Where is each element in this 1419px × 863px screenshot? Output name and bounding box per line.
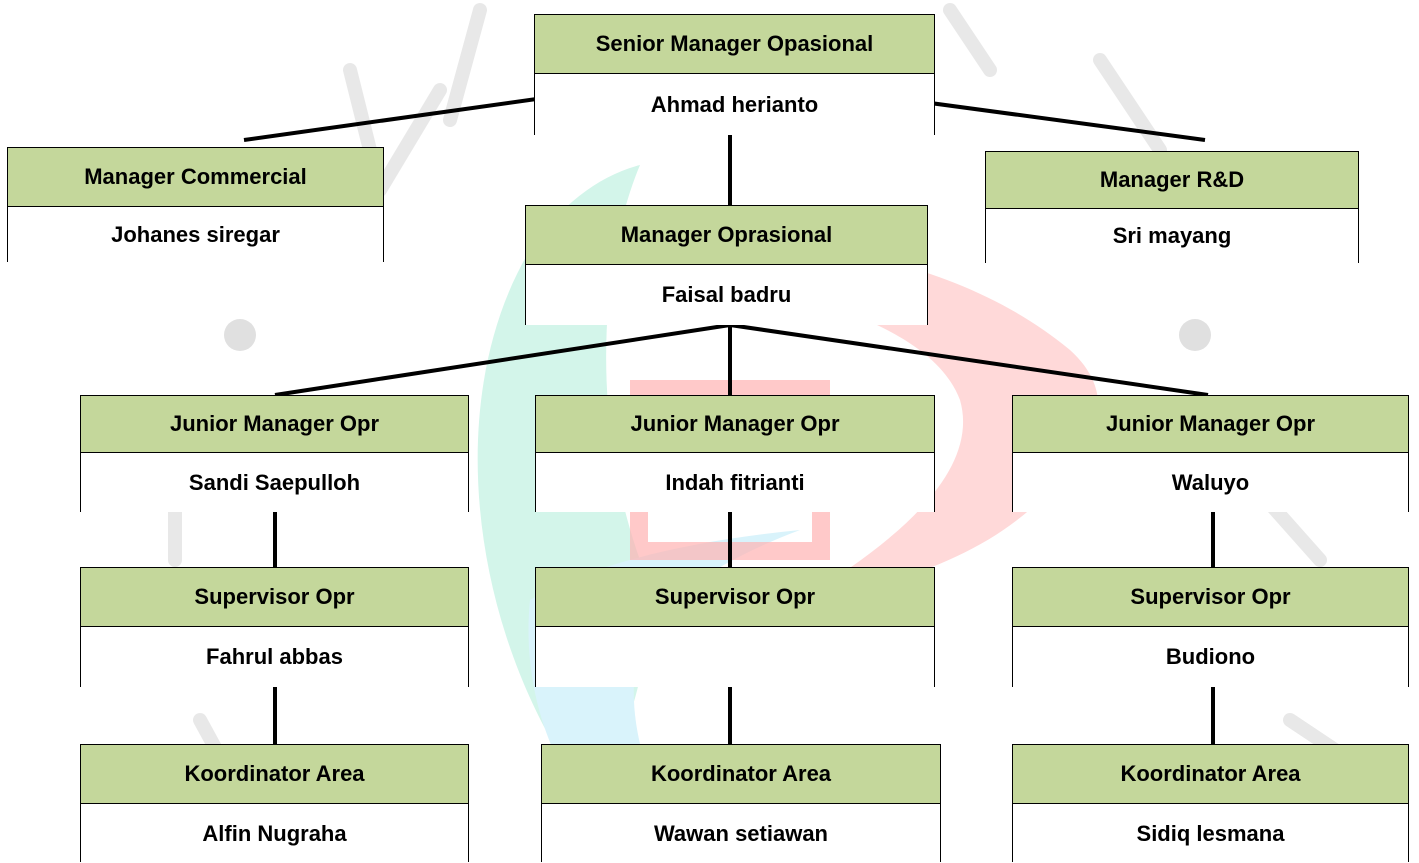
manager-commercial-title: Manager Commercial xyxy=(8,148,383,207)
org-box-senior-manager: Senior Manager Opasional Ahmad herianto xyxy=(534,14,935,135)
senior-manager-name: Ahmad herianto xyxy=(535,74,934,135)
org-box-coordinator-1: Koordinator Area Alfin Nugraha xyxy=(80,744,469,863)
manager-commercial-name: Johanes siregar xyxy=(8,207,383,262)
org-box-manager-operational: Manager Oprasional Faisal badru xyxy=(525,205,928,325)
connector-operational-to-junior-1 xyxy=(274,323,731,397)
supervisor-3-name: Budiono xyxy=(1013,627,1408,687)
supervisor-2-name xyxy=(536,627,934,687)
supervisor-3-title: Supervisor Opr xyxy=(1013,568,1408,627)
org-box-coordinator-3: Koordinator Area Sidiq lesmana xyxy=(1012,744,1409,863)
junior-manager-3-title: Junior Manager Opr xyxy=(1013,396,1408,453)
manager-rnd-name: Sri mayang xyxy=(986,209,1358,263)
org-box-manager-commercial: Manager Commercial Johanes siregar xyxy=(7,147,384,262)
coordinator-1-name: Alfin Nugraha xyxy=(81,804,468,863)
junior-manager-1-title: Junior Manager Opr xyxy=(81,396,468,453)
coordinator-3-title: Koordinator Area xyxy=(1013,745,1408,804)
org-box-junior-manager-3: Junior Manager Opr Waluyo xyxy=(1012,395,1409,512)
connector-operational-to-junior-3 xyxy=(729,323,1209,397)
watermark-dot-right xyxy=(1179,319,1211,351)
org-box-coordinator-2: Koordinator Area Wawan setiawan xyxy=(541,744,941,863)
org-box-supervisor-2: Supervisor Opr xyxy=(535,567,935,687)
watermark-red-arc xyxy=(600,240,1099,600)
coordinator-2-title: Koordinator Area xyxy=(542,745,940,804)
org-box-manager-rnd: Manager R&D Sri mayang xyxy=(985,151,1359,263)
junior-manager-1-name: Sandi Saepulloh xyxy=(81,453,468,512)
junior-manager-2-title: Junior Manager Opr xyxy=(536,396,934,453)
org-box-supervisor-3: Supervisor Opr Budiono xyxy=(1012,567,1409,687)
coordinator-2-name: Wawan setiawan xyxy=(542,804,940,863)
supervisor-1-title: Supervisor Opr xyxy=(81,568,468,627)
org-box-supervisor-1: Supervisor Opr Fahrul abbas xyxy=(80,567,469,687)
coordinator-3-name: Sidiq lesmana xyxy=(1013,804,1408,863)
supervisor-2-title: Supervisor Opr xyxy=(536,568,934,627)
manager-operational-title: Manager Oprasional xyxy=(526,206,927,265)
manager-rnd-title: Manager R&D xyxy=(986,152,1358,209)
supervisor-1-name: Fahrul abbas xyxy=(81,627,468,687)
manager-operational-name: Faisal badru xyxy=(526,265,927,325)
senior-manager-title: Senior Manager Opasional xyxy=(535,15,934,74)
junior-manager-2-name: Indah fitrianti xyxy=(536,453,934,512)
watermark-dot-left xyxy=(224,319,256,351)
junior-manager-3-name: Waluyo xyxy=(1013,453,1408,512)
coordinator-1-title: Koordinator Area xyxy=(81,745,468,804)
org-box-junior-manager-1: Junior Manager Opr Sandi Saepulloh xyxy=(80,395,469,512)
org-box-junior-manager-2: Junior Manager Opr Indah fitrianti xyxy=(535,395,935,512)
